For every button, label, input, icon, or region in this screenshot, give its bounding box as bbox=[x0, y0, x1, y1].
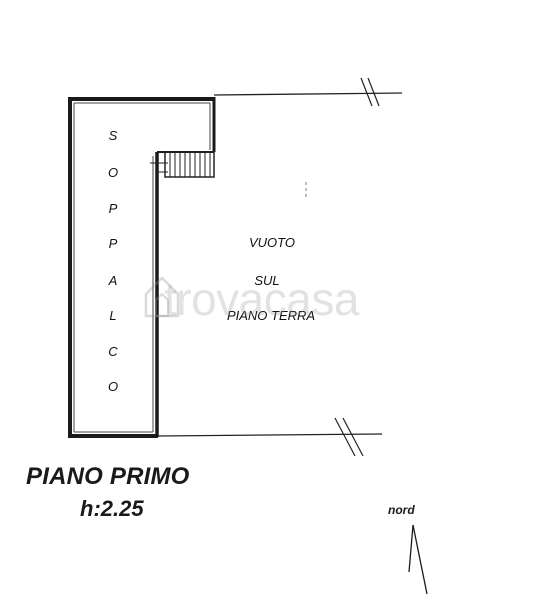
mezzanine-letter: O bbox=[108, 379, 118, 394]
mezzanine-letter: O bbox=[108, 165, 118, 180]
mezzanine-letter: L bbox=[109, 308, 116, 323]
mezzanine-letter: P bbox=[109, 201, 118, 216]
lower-boundary-line bbox=[157, 433, 383, 437]
mezzanine-walls bbox=[68, 97, 216, 438]
watermark: trovacasa bbox=[142, 270, 442, 330]
mezzanine-label: S O P P A L C O bbox=[108, 128, 119, 394]
mezzanine-letter: C bbox=[108, 344, 118, 359]
upper-boundary-line bbox=[213, 92, 403, 96]
staircase bbox=[150, 151, 215, 178]
mezzanine-letter: P bbox=[109, 236, 118, 251]
mezzanine-inner-wall bbox=[73, 102, 211, 433]
north-arrow bbox=[408, 524, 428, 594]
void-label-line3: PIANO TERRA bbox=[227, 308, 315, 323]
mezzanine-letter: S bbox=[109, 128, 118, 143]
void-label: VUOTO SUL PIANO TERRA bbox=[227, 235, 315, 323]
mezzanine-letter: A bbox=[108, 273, 118, 288]
ceiling-height: h:2.25 bbox=[80, 496, 144, 521]
floor-title: PIANO PRIMO bbox=[26, 463, 190, 490]
watermark-text: trovacasa bbox=[164, 273, 359, 325]
void-label-line2: SUL bbox=[254, 273, 279, 288]
void-label-line1: VUOTO bbox=[249, 235, 295, 250]
house-logo-icon bbox=[144, 276, 180, 318]
lower-break-mark bbox=[334, 417, 364, 457]
upper-break-mark bbox=[360, 77, 380, 107]
north-label: nord bbox=[388, 503, 415, 517]
